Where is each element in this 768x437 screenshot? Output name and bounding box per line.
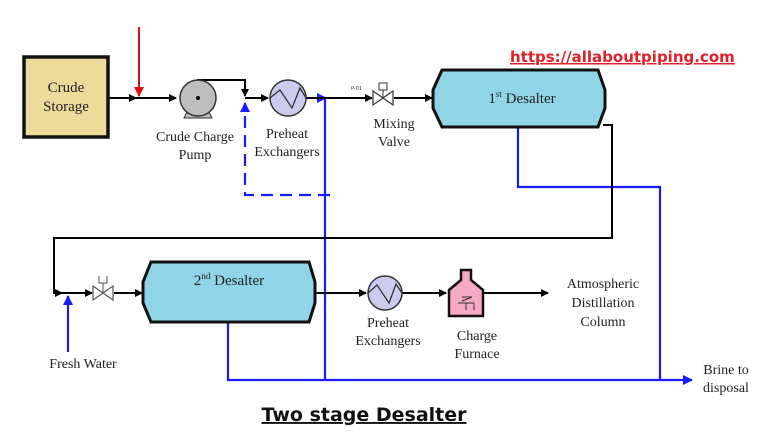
heat-exchanger-icon — [367, 275, 403, 311]
desalter1-brine-line — [516, 127, 662, 380]
distillation-column-label: Atmospheric — [567, 277, 639, 292]
pump-label: Crude Charge — [156, 130, 234, 145]
brine-line — [226, 322, 693, 385]
pump-icon — [179, 79, 217, 119]
heat-exchanger-icon — [269, 79, 307, 117]
second-desalter-label: 2nd Desalter — [194, 271, 264, 289]
crude-lines — [53, 79, 613, 297]
mixing-valve-label: Mixing — [373, 117, 414, 132]
preheat-exchangers-label: Preheat — [367, 316, 409, 331]
dashed-water-line — [240, 102, 330, 197]
distillation-column-label: Column — [580, 315, 625, 330]
diagram-title: Two stage Desalter — [261, 404, 467, 426]
crude-storage-label: Storage — [43, 99, 89, 115]
brine-label: disposal — [703, 381, 749, 396]
first-desalter-vessel — [431, 68, 607, 129]
preheat-exchangers-label: Exchangers — [355, 334, 420, 349]
first-desalter-label: 1st Desalter — [488, 89, 555, 107]
charge-furnace-label: Charge — [457, 329, 497, 344]
second-desalter-vessel — [141, 260, 317, 324]
valve-icon[interactable] — [92, 276, 114, 302]
brine-label: Brine to — [703, 363, 749, 378]
pump-label: Pump — [179, 148, 212, 163]
valve-tag: P-01 — [351, 86, 362, 92]
charge-furnace-label: Furnace — [454, 347, 499, 362]
preheat-exchangers-label: Exchangers — [254, 145, 319, 160]
furnace-icon — [447, 268, 485, 318]
preheat-exchangers-label: Preheat — [266, 127, 308, 142]
crude-storage-tank — [22, 55, 110, 139]
crude-storage-label: Crude — [48, 80, 85, 96]
distillation-column-label: Distillation — [572, 296, 635, 311]
fresh-water-label: Fresh Water — [49, 357, 117, 372]
water-lines — [63, 93, 693, 385]
mixing-valve-label: Valve — [378, 135, 410, 150]
source-url[interactable]: https://allaboutpiping.com — [510, 48, 735, 66]
mixing-valve-icon[interactable] — [372, 82, 394, 107]
